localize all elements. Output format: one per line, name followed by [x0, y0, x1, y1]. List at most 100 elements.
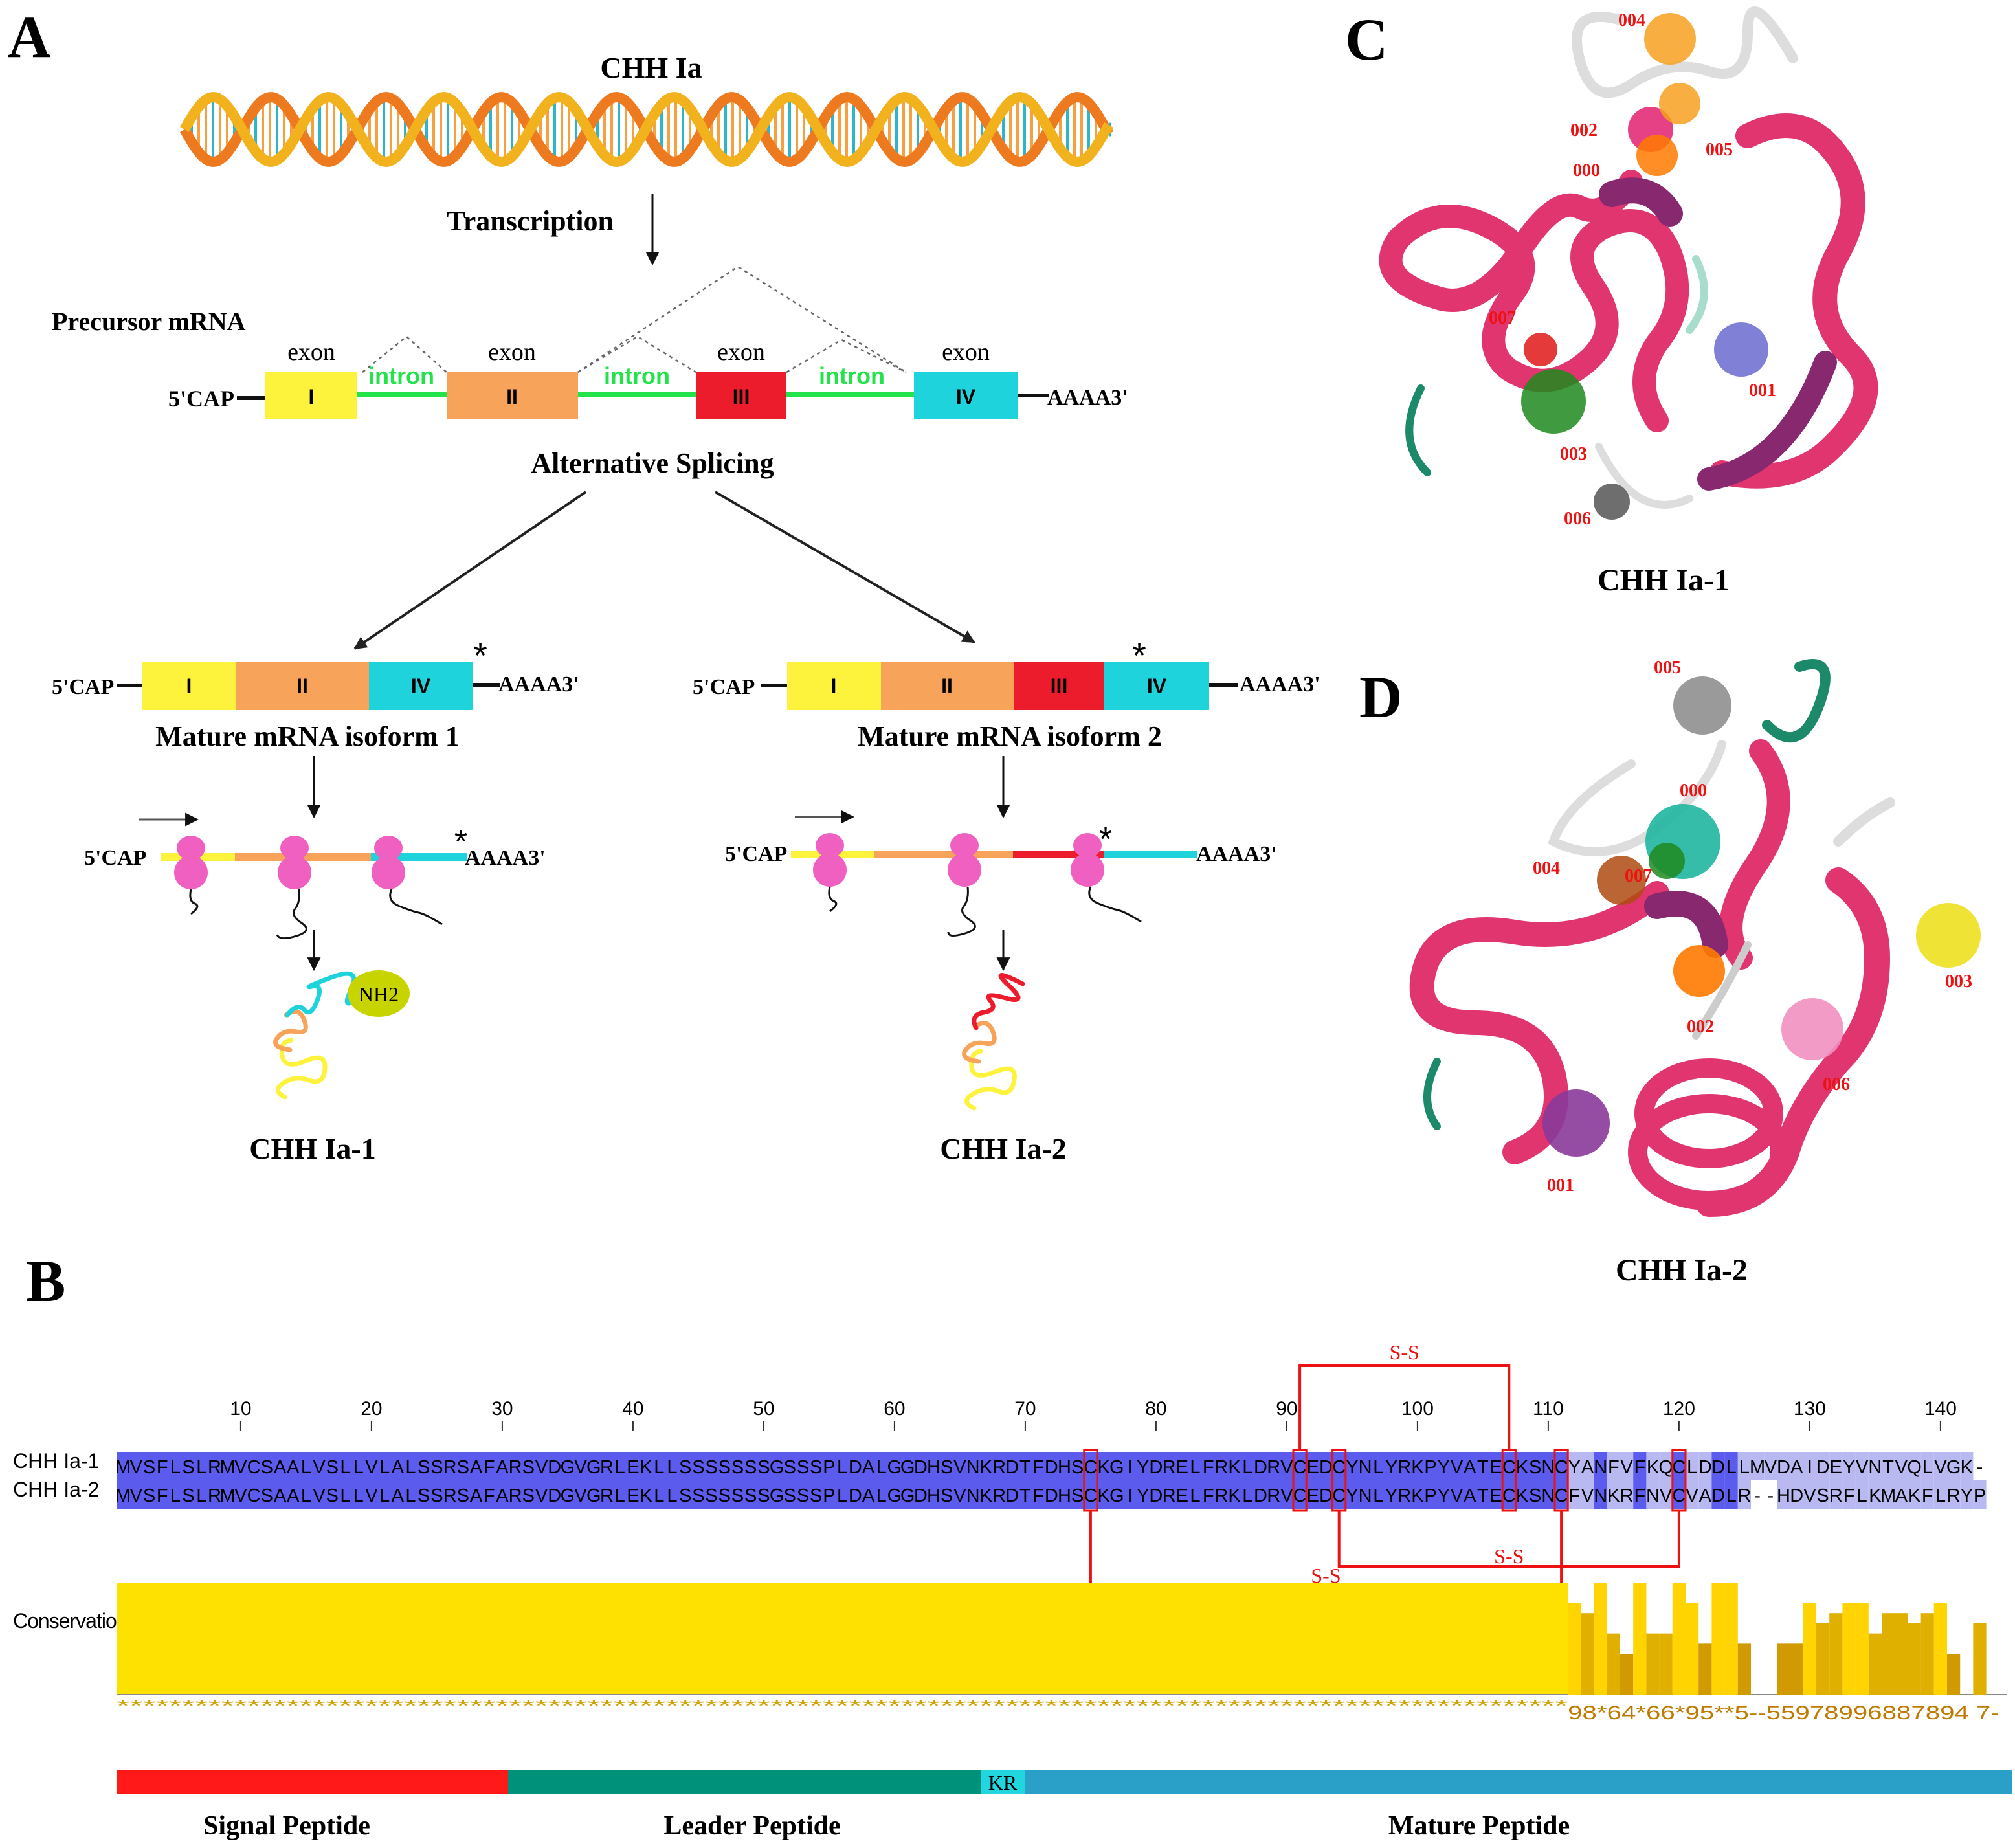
disulfide-bond-line — [1337, 1511, 1680, 1568]
iso2-numeral-III: III — [1051, 674, 1068, 698]
residue: S — [705, 1457, 717, 1478]
residue: L — [837, 1486, 847, 1506]
residue: S — [810, 1457, 822, 1478]
panel-label-d: D — [1359, 664, 1402, 730]
iso2-exon-II — [881, 662, 1014, 710]
residue-cell — [1620, 1480, 1634, 1509]
pocket-003-cluster — [1916, 903, 1981, 968]
ruler-tick-label: 110 — [1533, 1398, 1564, 1419]
residue: A — [470, 1457, 483, 1478]
residue: L — [1242, 1486, 1252, 1506]
residue: T — [1477, 1457, 1489, 1478]
residue: S — [1071, 1486, 1084, 1506]
translation-isoform-2: 5'CAP AAAA3' * — [725, 810, 1277, 1165]
conservation-bar — [1842, 1603, 1856, 1695]
residue: Y — [1385, 1486, 1397, 1506]
residue: A — [1464, 1457, 1476, 1478]
pocket-004-cluster — [1597, 856, 1646, 905]
residue-cell — [1895, 1480, 1908, 1509]
panel-d: D 005 000 004 007 — [1359, 658, 1981, 1287]
residue: D — [1254, 1486, 1267, 1506]
pocket-004-cluster — [1644, 13, 1696, 65]
residue: V — [313, 1486, 326, 1506]
conservation-bar — [1816, 1623, 1830, 1695]
residue-cell — [1568, 1480, 1581, 1509]
residue: C — [1084, 1457, 1097, 1478]
residue: L — [1190, 1486, 1200, 1506]
ruler-tick-label: 90 — [1276, 1398, 1297, 1419]
residue: L — [615, 1486, 625, 1506]
pocket-007-cluster — [1649, 843, 1685, 879]
residue: R — [1947, 1486, 1961, 1506]
residue: G — [887, 1486, 902, 1506]
iso2-tl-seg-IV — [1104, 851, 1197, 858]
residue: D — [1711, 1486, 1725, 1506]
signal-peptide-segment — [117, 1770, 508, 1794]
residue: F — [1032, 1457, 1044, 1478]
residue-cell — [1659, 1452, 1673, 1480]
residue: E — [627, 1457, 639, 1478]
translation-isoform-1: 5'CAP AAAA3' * — [84, 812, 546, 1165]
residue: L — [876, 1457, 887, 1478]
residue: V — [1686, 1486, 1698, 1506]
residue: R — [1267, 1457, 1280, 1478]
iso2-tl-seg-II — [874, 851, 1013, 858]
exon-word-1: exon — [287, 339, 335, 366]
residue: K — [980, 1457, 993, 1478]
residue: D — [1254, 1457, 1267, 1478]
pocket-label: 005 — [1654, 658, 1681, 678]
protein-2-label: CHH Ia-2 — [940, 1132, 1067, 1165]
residue-cell — [1855, 1452, 1869, 1480]
iso2-exon-IV — [1104, 662, 1209, 710]
pocket-label: 000 — [1680, 781, 1707, 801]
residue: N — [1359, 1457, 1372, 1478]
residue: R — [600, 1457, 614, 1478]
residue: F — [157, 1457, 168, 1478]
residue-cell — [1581, 1452, 1594, 1480]
residue: S — [797, 1486, 809, 1506]
exon-IV-numeral: IV — [956, 385, 976, 408]
residue-cell — [1960, 1452, 1974, 1480]
residue: A — [1895, 1486, 1908, 1506]
ruler-tick-label: 60 — [884, 1398, 905, 1419]
residue: V — [1803, 1486, 1816, 1506]
ruler-tick-label: 10 — [230, 1398, 251, 1419]
exon-I-box — [265, 372, 357, 419]
residue: N — [1541, 1457, 1555, 1478]
residue: Y — [1961, 1486, 1973, 1506]
residue: V — [365, 1457, 378, 1478]
residue: A — [1790, 1457, 1803, 1478]
exon-III-box — [696, 372, 786, 419]
exon-word-4: exon — [942, 339, 990, 366]
residue: K — [640, 1486, 652, 1506]
residue: S — [326, 1457, 339, 1478]
residue-cell — [1698, 1452, 1712, 1480]
residue: - — [1977, 1457, 1983, 1478]
residue: Y — [1346, 1486, 1358, 1506]
residue: L — [379, 1457, 390, 1478]
iso1-numeral-I: I — [186, 674, 192, 698]
residue: N — [1868, 1457, 1882, 1478]
residue: L — [301, 1486, 311, 1506]
residue-cell — [1737, 1480, 1751, 1509]
residue: L — [340, 1457, 350, 1478]
residue-cell — [1777, 1480, 1790, 1509]
residue: V — [1451, 1486, 1464, 1506]
residue: R — [1829, 1486, 1843, 1506]
residue: K — [1647, 1457, 1660, 1478]
residue: S — [705, 1486, 717, 1506]
residue: A — [1464, 1486, 1476, 1506]
residue: F — [1032, 1486, 1044, 1506]
seq2-name: CHH Ia-2 — [13, 1478, 99, 1501]
gene-title: CHH Ia — [600, 51, 702, 84]
residue: S — [430, 1486, 443, 1506]
residue: L — [876, 1486, 887, 1506]
residue: S — [261, 1457, 273, 1478]
ribosome-icon — [813, 833, 847, 887]
residue: K — [1411, 1486, 1424, 1506]
exon-III-numeral: III — [733, 385, 750, 408]
residue: G — [586, 1486, 601, 1506]
residue: S — [784, 1486, 796, 1506]
